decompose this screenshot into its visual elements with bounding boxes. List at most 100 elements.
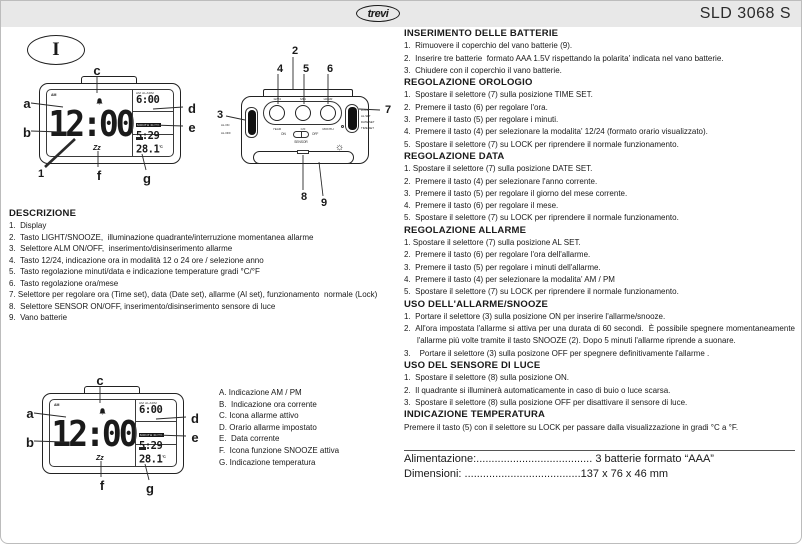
alarm-caption: AM ALARM <box>139 401 157 405</box>
temp-unit: °C <box>162 454 166 459</box>
list-item: 1. Rimuovere il coperchio del vano batte… <box>404 41 573 51</box>
trevi-logo: trevi <box>356 5 400 22</box>
snooze-bar-shape <box>81 76 137 85</box>
spec-dimensioni: Dimensioni: ............................… <box>404 468 669 480</box>
label-min: MIN <box>300 96 306 101</box>
list-item: 1. Display <box>9 221 47 230</box>
section-title: REGOLAZIONE OROLOGIO <box>404 77 533 89</box>
spec-divider <box>404 450 795 451</box>
list-item: 3. Chiudere con il coperchio il vano bat… <box>404 65 562 75</box>
date-cell: MONTH DATE 5:29 <box>133 112 174 142</box>
list-item: 5. Tasto regolazione minuti/data e indic… <box>9 267 260 276</box>
clock-front-diagram-bottom: AM 12:00 Zz AM ALARM 6:00 MONTH DATE 5:2… <box>22 373 202 496</box>
instructions-column: INSERIMENTO DELLE BATTERIE 1. Rimuovere … <box>404 28 795 434</box>
temp-caption-mark <box>139 446 146 450</box>
legend-item: C. Icona allarme attivo <box>219 411 299 421</box>
label-year: YEAR <box>272 127 282 131</box>
list-item: 5. Spostare il selettore (7) su LOCK per… <box>404 139 679 149</box>
clock-body-shape: AM 12:00 Zz AM ALARM 6:00 MONTH DATE 5:2… <box>39 83 181 164</box>
callout-label-g: g <box>143 171 151 186</box>
list-item: 4. Tasto 12/24, indicazione ora in modal… <box>9 255 264 265</box>
alarm-slider-knob <box>247 110 256 135</box>
list-item: 6. Tasto regolazione ora/mese <box>9 278 119 288</box>
section-regolazione-allarme: REGOLAZIONE ALLARME 1. Spostare il selet… <box>404 225 795 299</box>
legend-item: D. Orario allarme impostato <box>219 422 317 432</box>
alarm-time-cell: AM ALARM 6:00 <box>136 400 177 423</box>
callout-number-9: 9 <box>320 197 328 209</box>
legend-item: A. Indicazione AM / PM <box>219 388 302 397</box>
alarm-bell-icon <box>99 402 106 420</box>
section-uso-sensore-luce: USO DEL SENSORE DI LUCE 1. Spostare il s… <box>404 360 795 409</box>
label-al-on: AL.ON <box>221 123 230 127</box>
snooze-icon: Zz <box>96 455 104 462</box>
callout-label-f: f <box>96 168 102 183</box>
date-caption: MONTH DATE <box>139 433 164 438</box>
mode-slider-outline <box>345 104 359 133</box>
temp-value: 28.1 <box>136 143 160 156</box>
list-item: 2. All'ora impostata l'allarme si attiva… <box>404 324 798 346</box>
callout-number-2: 2 <box>291 45 299 57</box>
spec-alimentazione: Alimentazione:..........................… <box>404 453 714 465</box>
list-item: 5. Spostare il selettore (7) su LOCK per… <box>404 213 679 223</box>
snooze-icon: Zz <box>93 145 101 152</box>
section-title: DESCRIZIONE <box>9 208 77 219</box>
date-caption: MONTH DATE <box>136 123 161 128</box>
label-sensor-off: OFF <box>312 132 319 136</box>
brand-name: trevi <box>367 7 389 20</box>
section-indicazione-temperatura: INDICAZIONE TEMPERATURA Premere il tasto… <box>404 409 795 434</box>
lcd-side-panel: AM ALARM 6:00 MONTH DATE 5:29 28.1°C <box>132 90 174 157</box>
section-title: REGOLAZIONE ALLARME <box>404 224 527 236</box>
callout-number-4: 4 <box>276 63 284 75</box>
date-cell: MONTH DATE 5:29 <box>136 422 177 452</box>
list-item: 4. Premere il tasto (6) per regolare il … <box>404 201 559 211</box>
callout-number-6: 6 <box>326 63 334 75</box>
section-title: INDICAZIONE TEMPERATURA <box>404 409 546 421</box>
callout-label-1: 1 <box>37 168 45 180</box>
button-12-24 <box>269 105 285 121</box>
callout-label-c: c <box>96 373 104 388</box>
legend-item: F. Icona funzione SNOOZE attiva <box>219 445 340 455</box>
section-title: REGOLAZIONE DATA <box>404 150 505 162</box>
alarm-bell-icon <box>96 92 103 110</box>
am-indicator: AM <box>54 403 60 407</box>
list-item: 1. Spostare il selettore (7) sulla posiz… <box>404 90 593 100</box>
model-number: SLD 3068 S <box>699 5 791 22</box>
label-date-set: DATE SET <box>361 120 375 124</box>
label-month: MONTH <box>322 127 334 131</box>
list-item: 4. Premere il tasto (4) per selezionare … <box>404 127 708 137</box>
button-group-outline <box>263 101 342 125</box>
list-item: 2. Inserire tre batterie formato AAA 1.5… <box>404 53 724 63</box>
alarm-time-cell: AM ALARM 6:00 <box>133 90 174 113</box>
list-item: 3. Selettore ALM ON/OFF, inserimento/dis… <box>9 244 233 253</box>
list-item: 1. Spostare il selettore (8) sulla posiz… <box>404 373 569 383</box>
temperature-readout: 28.1°C <box>139 452 175 466</box>
list-item: 3. Premere il tasto (5) per regolare i m… <box>404 262 601 272</box>
callout-label-d: d <box>191 411 199 426</box>
time-readout: 12:00 <box>51 411 138 455</box>
callout-number-5: 5 <box>302 63 310 75</box>
label-sensor-on: ON <box>281 132 286 136</box>
label-lock: LOCK <box>361 108 369 112</box>
label-sensor: SENSOR <box>294 140 308 144</box>
mode-slider-knob <box>348 107 357 130</box>
temperature-readout: 28.1°C <box>136 142 172 156</box>
list-item: 3. Premere il tasto (5) per regolare il … <box>404 188 628 198</box>
callout-label-b: b <box>23 125 31 140</box>
label-12-24: 12/24 <box>273 96 281 101</box>
list-item: 2. Premere il tasto (6) per regolare l'o… <box>404 102 548 112</box>
temp-caption-mark <box>136 136 143 140</box>
legend-item: B. Indicazione ora corrente <box>219 399 317 409</box>
callout-number-8: 8 <box>300 191 308 203</box>
label-al-set: AL.SET <box>361 114 371 118</box>
clock-front-diagram-top: AM 12:00 Zz AM ALARM 6:00 MONTH DATE 5:2… <box>19 63 199 186</box>
clock-rear-diagram: 12/24 MIN HOUR YEAR C/F MONTH AL.ON AL.O… <box>213 43 405 213</box>
date-readout: 5:29 <box>139 440 163 453</box>
temp-unit: °C <box>159 144 163 149</box>
alarm-caption: AM ALARM <box>136 91 154 95</box>
list-item: 2. Premere il tasto (4) per selezionare … <box>404 176 598 186</box>
callout-label-a: a <box>26 406 34 421</box>
list-item: 2. Premere il tasto (6) per regolare l'o… <box>404 250 591 260</box>
callout-label-e: e <box>191 430 199 445</box>
descrizione-section: DESCRIZIONE 1. Display 2. Tasto LIGHT/SN… <box>9 207 402 324</box>
